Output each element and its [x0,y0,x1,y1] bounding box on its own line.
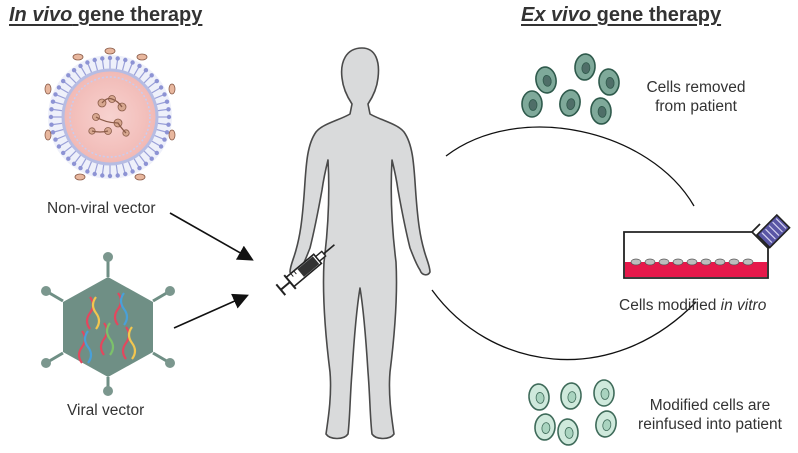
virus-icon [41,252,175,396]
arrow-viral [173,293,249,329]
arrow-non-viral [169,212,254,261]
removed-cell [535,66,557,94]
curve-removal [445,126,695,207]
culture-flask-icon [623,213,791,279]
modified-cell [534,413,556,441]
cells-modified-label: Cells modified in vitro [619,297,767,314]
reinfused-label: Modified cells are reinfused into patien… [638,397,782,433]
removed-cell [598,68,620,96]
viral-vector-label: Viral vector [67,402,145,419]
modified-cell [595,410,617,438]
modified-cells [528,379,617,446]
curve-reinfusion [431,289,697,361]
modified-cell [593,379,615,407]
liposome-icon [44,47,176,181]
ex-vivo-header: Ex vivo gene therapy [521,4,722,26]
modified-cell [528,383,550,411]
removed-cell [559,89,581,117]
syringe-icon [275,244,335,296]
in-vivo-header: In vivo gene therapy [9,4,203,26]
removed-cell [590,97,612,125]
human-body-icon [289,47,431,440]
removed-cells [521,53,620,125]
non-viral-vector-label: Non-viral vector [47,200,156,217]
modified-cell [557,418,579,446]
removed-cell [521,90,543,118]
cells-removed-label: Cells removed from patient [646,79,746,115]
modified-cell [560,382,582,410]
removed-cell [574,53,596,81]
